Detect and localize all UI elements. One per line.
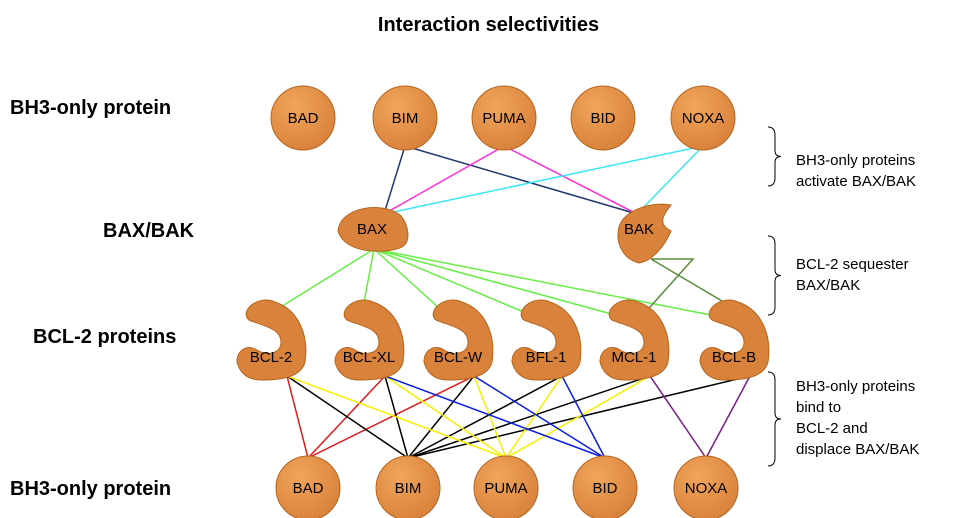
brace-activate: [767, 126, 782, 187]
bcl2-bcl-w-label: BCL-W: [434, 349, 483, 366]
bh3-bottom-bad-shape: [275, 455, 341, 518]
edge-bim-bak: [404, 145, 638, 215]
diagram-title: Interaction selectivities: [377, 14, 600, 36]
edge-noxa-bax: [383, 145, 704, 215]
edge-bax-bcl-b: [373, 248, 727, 319]
bcl2-bcl-w-shape: [423, 299, 494, 381]
note-sequester: BCL-2 sequester BAX/BAK: [796, 256, 909, 294]
edge-noxa-bcl-b-binding: [705, 375, 751, 459]
bcl2-bcl-xl-shape: [334, 299, 405, 381]
edge-bid-bcl-w-binding: [473, 375, 606, 459]
bcl2-mcl-1-label: MCL-1: [611, 349, 656, 366]
bh3-top-bid-label: BID: [590, 110, 615, 127]
edge-bim-bcl-w-binding: [407, 375, 475, 459]
bh3-top-bim-shape: [372, 85, 438, 151]
row-label-bh3-top: BH3-only protein: [10, 97, 172, 119]
bh3-top-bid-shape: [570, 85, 636, 151]
bcl2-bfl-1-shape: [511, 299, 582, 381]
bh3-bottom-puma-label: PUMA: [484, 480, 527, 497]
bcl2-bcl-xl-label: BCL-XL: [343, 349, 396, 366]
braces-layer: [767, 126, 782, 467]
bcl2-bfl-1-label: BFL-1: [526, 349, 567, 366]
edge-bim-mcl-1-binding: [407, 375, 651, 459]
edge-puma-bak: [503, 145, 638, 215]
bh3-top-noxa-label: NOXA: [682, 110, 725, 127]
bh3-bottom-bad-label: BAD: [293, 480, 324, 497]
edge-bax-mcl-1: [373, 248, 627, 319]
bh3-top-noxa-shape: [670, 85, 736, 151]
bh3-bottom-bim-shape: [375, 455, 441, 518]
edge-bak-mcl-1: [641, 258, 695, 317]
bcl2-mcl-1-shape: [599, 299, 670, 381]
row-label-bh3-bottom: BH3-only protein: [10, 478, 172, 500]
effector-bak-label: BAK: [624, 221, 654, 238]
edge-puma-bcl-xl-binding: [384, 375, 507, 459]
edge-bad-bcl-2-binding: [286, 375, 309, 459]
edge-puma-bfl-1-binding: [505, 375, 563, 459]
edge-bad-bcl-w-binding: [307, 375, 475, 459]
bcl2-bcl-2-shape: [236, 299, 307, 381]
brace-sequester: [767, 235, 782, 316]
bh3-top-puma-shape: [471, 85, 537, 151]
bcl2-bcl-b-label: BCL-B: [712, 349, 756, 366]
edge-bid-bcl-xl-binding: [384, 375, 606, 459]
edge-puma-bcl-w-binding: [473, 375, 507, 459]
edge-bax-bfl-1: [373, 248, 539, 319]
bcl2-bcl-2-label: BCL-2: [250, 349, 293, 366]
edges-layer: [262, 145, 751, 459]
row-label-bax-bak: BAX/BAK: [103, 220, 195, 242]
edge-puma-bax: [383, 145, 505, 215]
effector-bak-shape: [617, 203, 672, 264]
edge-bid-bfl-1-binding: [561, 375, 606, 459]
bh3-bottom-bid-label: BID: [592, 480, 617, 497]
edge-bim-bcl-2-binding: [286, 375, 409, 459]
row-label-bcl2: BCL-2 proteins: [33, 326, 177, 348]
edge-bim-bax: [383, 145, 406, 215]
nodes-layer: BAD BIM PUMA BID NOXA BAD BIM PUMA BID NOXA BAX BAK…: [236, 85, 770, 518]
edge-noxa-mcl-1-binding: [649, 375, 707, 459]
note-bind: BH3-only proteins bind to BCL-2 and disp…: [796, 378, 920, 458]
bh3-top-puma-label: PUMA: [482, 110, 525, 127]
bcl2-bcl-b-shape: [699, 299, 770, 381]
bh3-top-bad-label: BAD: [288, 110, 319, 127]
bh3-bottom-bid-shape: [572, 455, 638, 518]
brace-bind: [767, 371, 782, 467]
edge-puma-bcl-2-binding: [286, 375, 507, 459]
note-activate: BH3-only proteins activate BAX/BAK: [796, 152, 917, 190]
bh3-top-bim-label: BIM: [392, 110, 419, 127]
bh3-bottom-puma-shape: [473, 455, 539, 518]
edge-puma-mcl-1-binding: [505, 375, 651, 459]
bh3-bottom-noxa-label: NOXA: [685, 480, 728, 497]
bh3-bottom-bim-label: BIM: [395, 480, 422, 497]
edge-bim-bfl-1-binding: [407, 375, 563, 459]
bh3-bottom-noxa-shape: [673, 455, 739, 518]
effector-bax-shape: [337, 207, 409, 252]
effector-bax-label: BAX: [357, 221, 387, 238]
edge-noxa-bak: [636, 145, 704, 215]
bh3-top-bad-shape: [270, 85, 336, 151]
